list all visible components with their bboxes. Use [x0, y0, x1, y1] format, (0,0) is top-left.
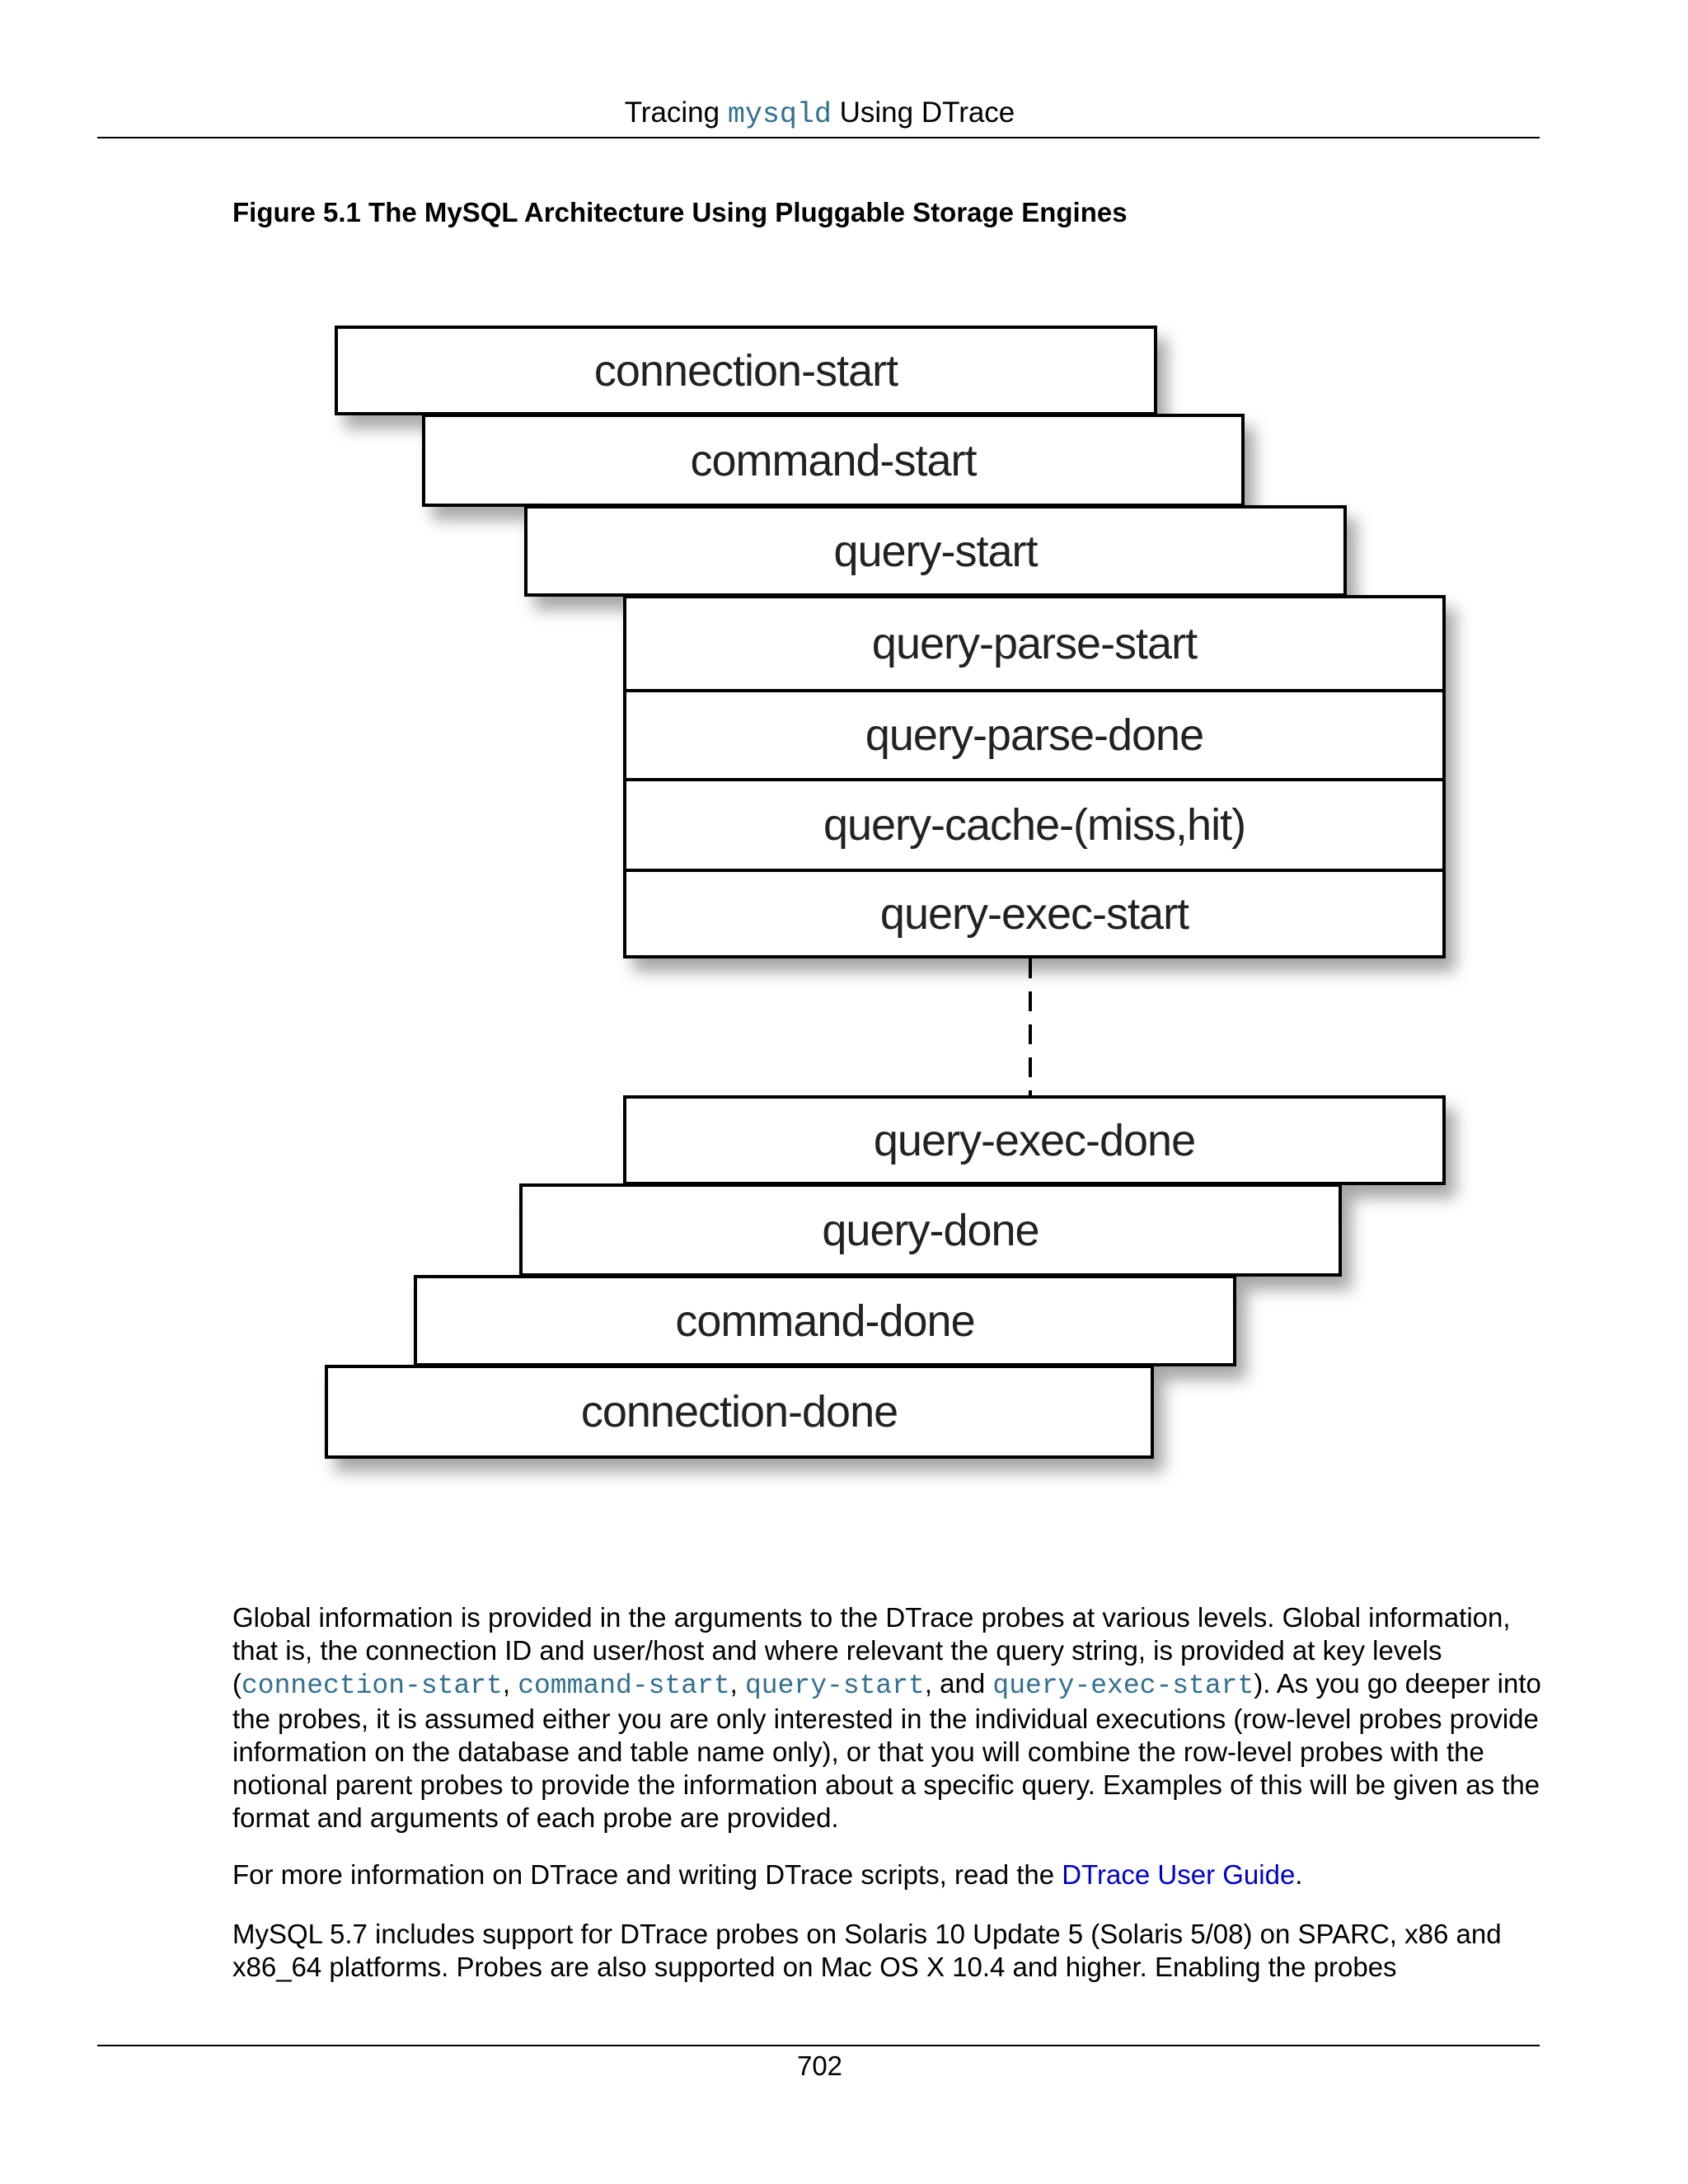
- stack-divider: [626, 869, 1442, 872]
- box-connection-start: connection-start: [335, 326, 1157, 415]
- box-query-parse-start: query-parse-start: [871, 619, 1198, 668]
- code-connection-start: connection-start: [241, 1671, 503, 1701]
- p1-text-1: Global information is provided in the ar…: [232, 1602, 1511, 1699]
- header-code: mysqld: [727, 98, 832, 131]
- p1-text-2: ,: [502, 1668, 518, 1699]
- figure-title: Figure 5.1 The MySQL Architecture Using …: [232, 197, 1128, 227]
- header-suffix: Using DTrace: [839, 96, 1015, 129]
- running-header: Tracing mysqld Using DTrace: [0, 96, 1639, 131]
- header-rule: [97, 137, 1540, 138]
- header-prefix: Tracing: [624, 96, 720, 129]
- query-execution-stack: query-parse-start query-parse-done query…: [623, 595, 1446, 958]
- paragraph-global-information: Global information is provided in the ar…: [232, 1601, 1543, 1835]
- stack-divider: [626, 778, 1442, 781]
- box-query-parse-done: query-parse-done: [865, 710, 1204, 760]
- p1-text-4: , and: [924, 1668, 993, 1699]
- page-number: 702: [796, 2050, 843, 2081]
- box-query-start: query-start: [524, 505, 1347, 597]
- dtrace-user-guide-link[interactable]: DTrace User Guide: [1062, 1859, 1296, 1890]
- dashed-connector: [1029, 958, 1032, 1095]
- p2-text-2: .: [1295, 1859, 1303, 1890]
- code-query-start: query-start: [745, 1671, 925, 1701]
- paragraph-more-information: For more information on DTrace and writi…: [232, 1858, 1543, 1891]
- p2-text-1: For more information on DTrace and writi…: [232, 1859, 1062, 1890]
- footer-rule: [97, 2045, 1540, 2046]
- stack-divider: [626, 689, 1442, 692]
- box-command-done: command-done: [414, 1275, 1236, 1366]
- paragraph-platform-support: MySQL 5.7 includes support for DTrace pr…: [232, 1919, 1502, 1982]
- box-connection-done: connection-done: [325, 1365, 1154, 1459]
- box-query-done: query-done: [519, 1183, 1342, 1277]
- box-query-exec-start: query-exec-start: [879, 888, 1189, 939]
- code-command-start: command-start: [518, 1671, 730, 1701]
- box-query-exec-done: query-exec-done: [623, 1095, 1446, 1185]
- p1-text-5: ). As you go deeper into the probes, it …: [232, 1668, 1541, 1833]
- probe-diagram: connection-start command-start query-sta…: [325, 326, 1446, 1459]
- p1-text-3: ,: [729, 1668, 745, 1699]
- code-query-exec-start: query-exec-start: [992, 1671, 1254, 1701]
- box-command-start: command-start: [422, 414, 1245, 507]
- box-query-cache: query-cache-(miss,hit): [823, 800, 1246, 850]
